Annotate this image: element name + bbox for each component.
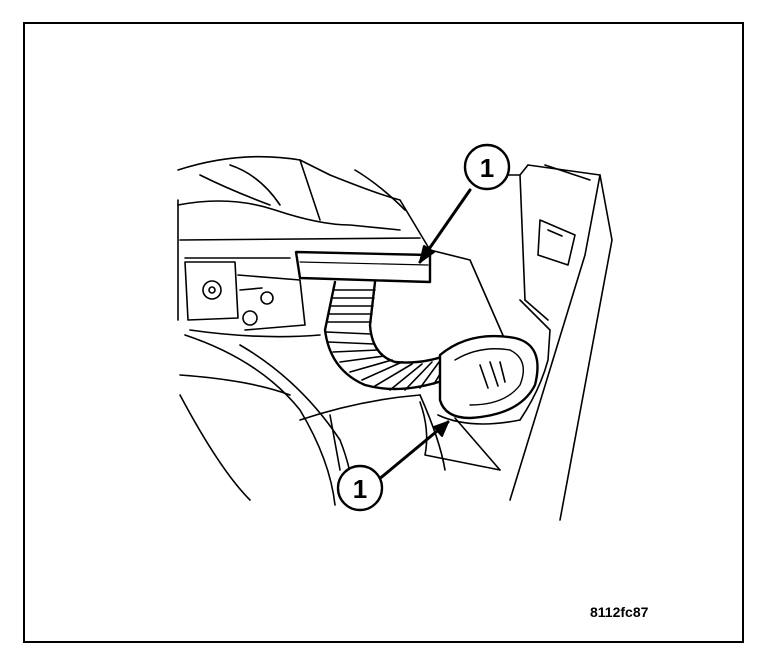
callout-top: 1 <box>463 143 511 191</box>
mounting-bracket <box>184 261 321 338</box>
lower-duct-outlet <box>437 334 539 425</box>
callout-top-label: 1 <box>480 153 494 183</box>
upper-duct-outlet <box>294 250 432 284</box>
callout-bottom: 1 <box>336 464 384 512</box>
callout-bottom-label: 1 <box>353 474 367 504</box>
figure-frame <box>23 22 744 643</box>
housing-outline <box>177 155 431 321</box>
corrugated-hose <box>323 280 457 391</box>
callout-arrow-top <box>418 188 472 264</box>
figure-id: 8112fc87 <box>590 604 649 620</box>
callout-arrow-bottom <box>376 420 450 482</box>
